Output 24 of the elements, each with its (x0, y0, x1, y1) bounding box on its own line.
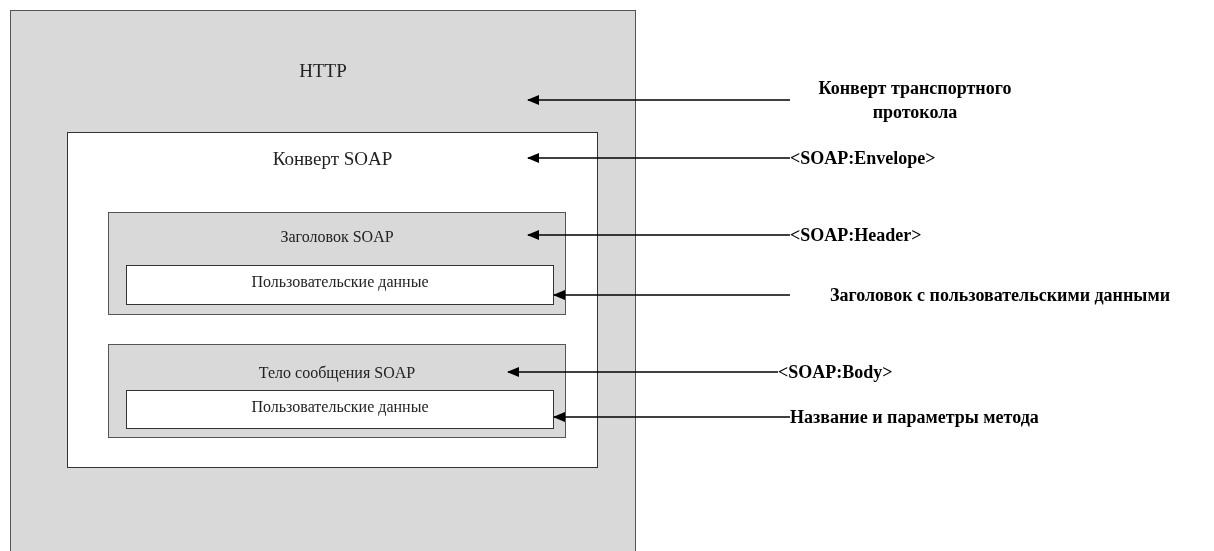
annotation-text: Название и параметры метода (790, 406, 1039, 429)
annotation-text: Заголовок с пользовательскими данными (829, 284, 1171, 307)
annotation-text: Конверт транспортного протокола (817, 77, 1013, 124)
box-title: Пользовательские данные (251, 272, 429, 292)
box-title: Пользовательские данные (251, 397, 429, 417)
content-box (126, 265, 554, 305)
container-box (10, 10, 636, 551)
content-box (126, 390, 554, 429)
arrow (527, 153, 791, 163)
box-title: Тело сообщения SOAP (258, 363, 416, 383)
arrow (553, 412, 791, 422)
annotation-text: <SOAP:Header> (790, 224, 922, 247)
container-box (108, 344, 566, 438)
annotation-text: <SOAP:Envelope> (790, 147, 936, 170)
arrow (553, 290, 791, 300)
arrow (527, 230, 791, 240)
box-title: Заголовок SOAP (280, 227, 394, 247)
arrow (507, 367, 779, 377)
box-title: HTTP (299, 59, 347, 83)
annotation-text: <SOAP:Body> (778, 361, 893, 384)
arrow (527, 95, 791, 105)
container-box (108, 212, 566, 315)
content-box (67, 132, 598, 468)
box-title: Конверт SOAP (272, 147, 393, 171)
